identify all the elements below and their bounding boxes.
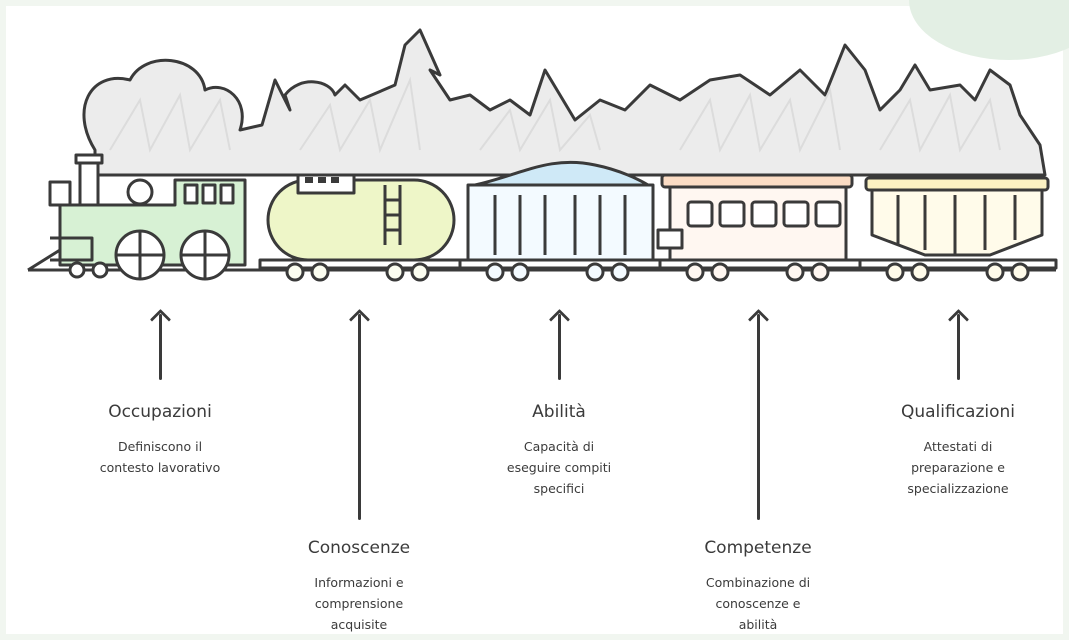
arrow-qualificazioni [947, 308, 970, 380]
stage-occupazioni: Occupazioni Definiscono il contesto lavo… [80, 402, 240, 478]
arrow-abilita [548, 308, 571, 380]
stage-description: Attestati di preparazione e specializzaz… [907, 439, 1009, 496]
train-illustration [27, 28, 1058, 282]
stage-conoscenze: Conoscenze Informazioni e comprensione a… [279, 538, 439, 635]
tank-car [258, 173, 462, 282]
stage-abilita: Abilità Capacità di eseguire compiti spe… [479, 402, 639, 499]
stage-title: Competenze [704, 538, 812, 558]
stage-title: Qualificazioni [900, 402, 1016, 422]
arrow-conoscenze [348, 308, 371, 520]
arrow-competenze [747, 308, 770, 520]
passenger-car [656, 173, 862, 282]
stage-description: Informazioni e comprensione acquisite [314, 575, 404, 632]
locomotive [27, 153, 247, 281]
grain-car [858, 176, 1058, 282]
forest-background [82, 28, 1047, 177]
hopper-car [458, 160, 662, 282]
stage-title: Conoscenze [307, 538, 411, 558]
stage-description: Definiscono il contesto lavorativo [99, 439, 221, 475]
arrow-occupazioni [149, 308, 172, 380]
forest-hatching [109, 76, 1001, 154]
stage-description: Capacità di eseguire compiti specifici [506, 439, 612, 496]
stage-title: Occupazioni [108, 402, 212, 422]
stage-description: Combinazione di conoscenze e abilità [705, 575, 811, 632]
stage-title: Abilità [532, 402, 586, 422]
stage-qualificazioni: Qualificazioni Attestati di preparazione… [878, 402, 1038, 499]
stage-competenze: Competenze Combinazione di conoscenze e … [678, 538, 838, 635]
